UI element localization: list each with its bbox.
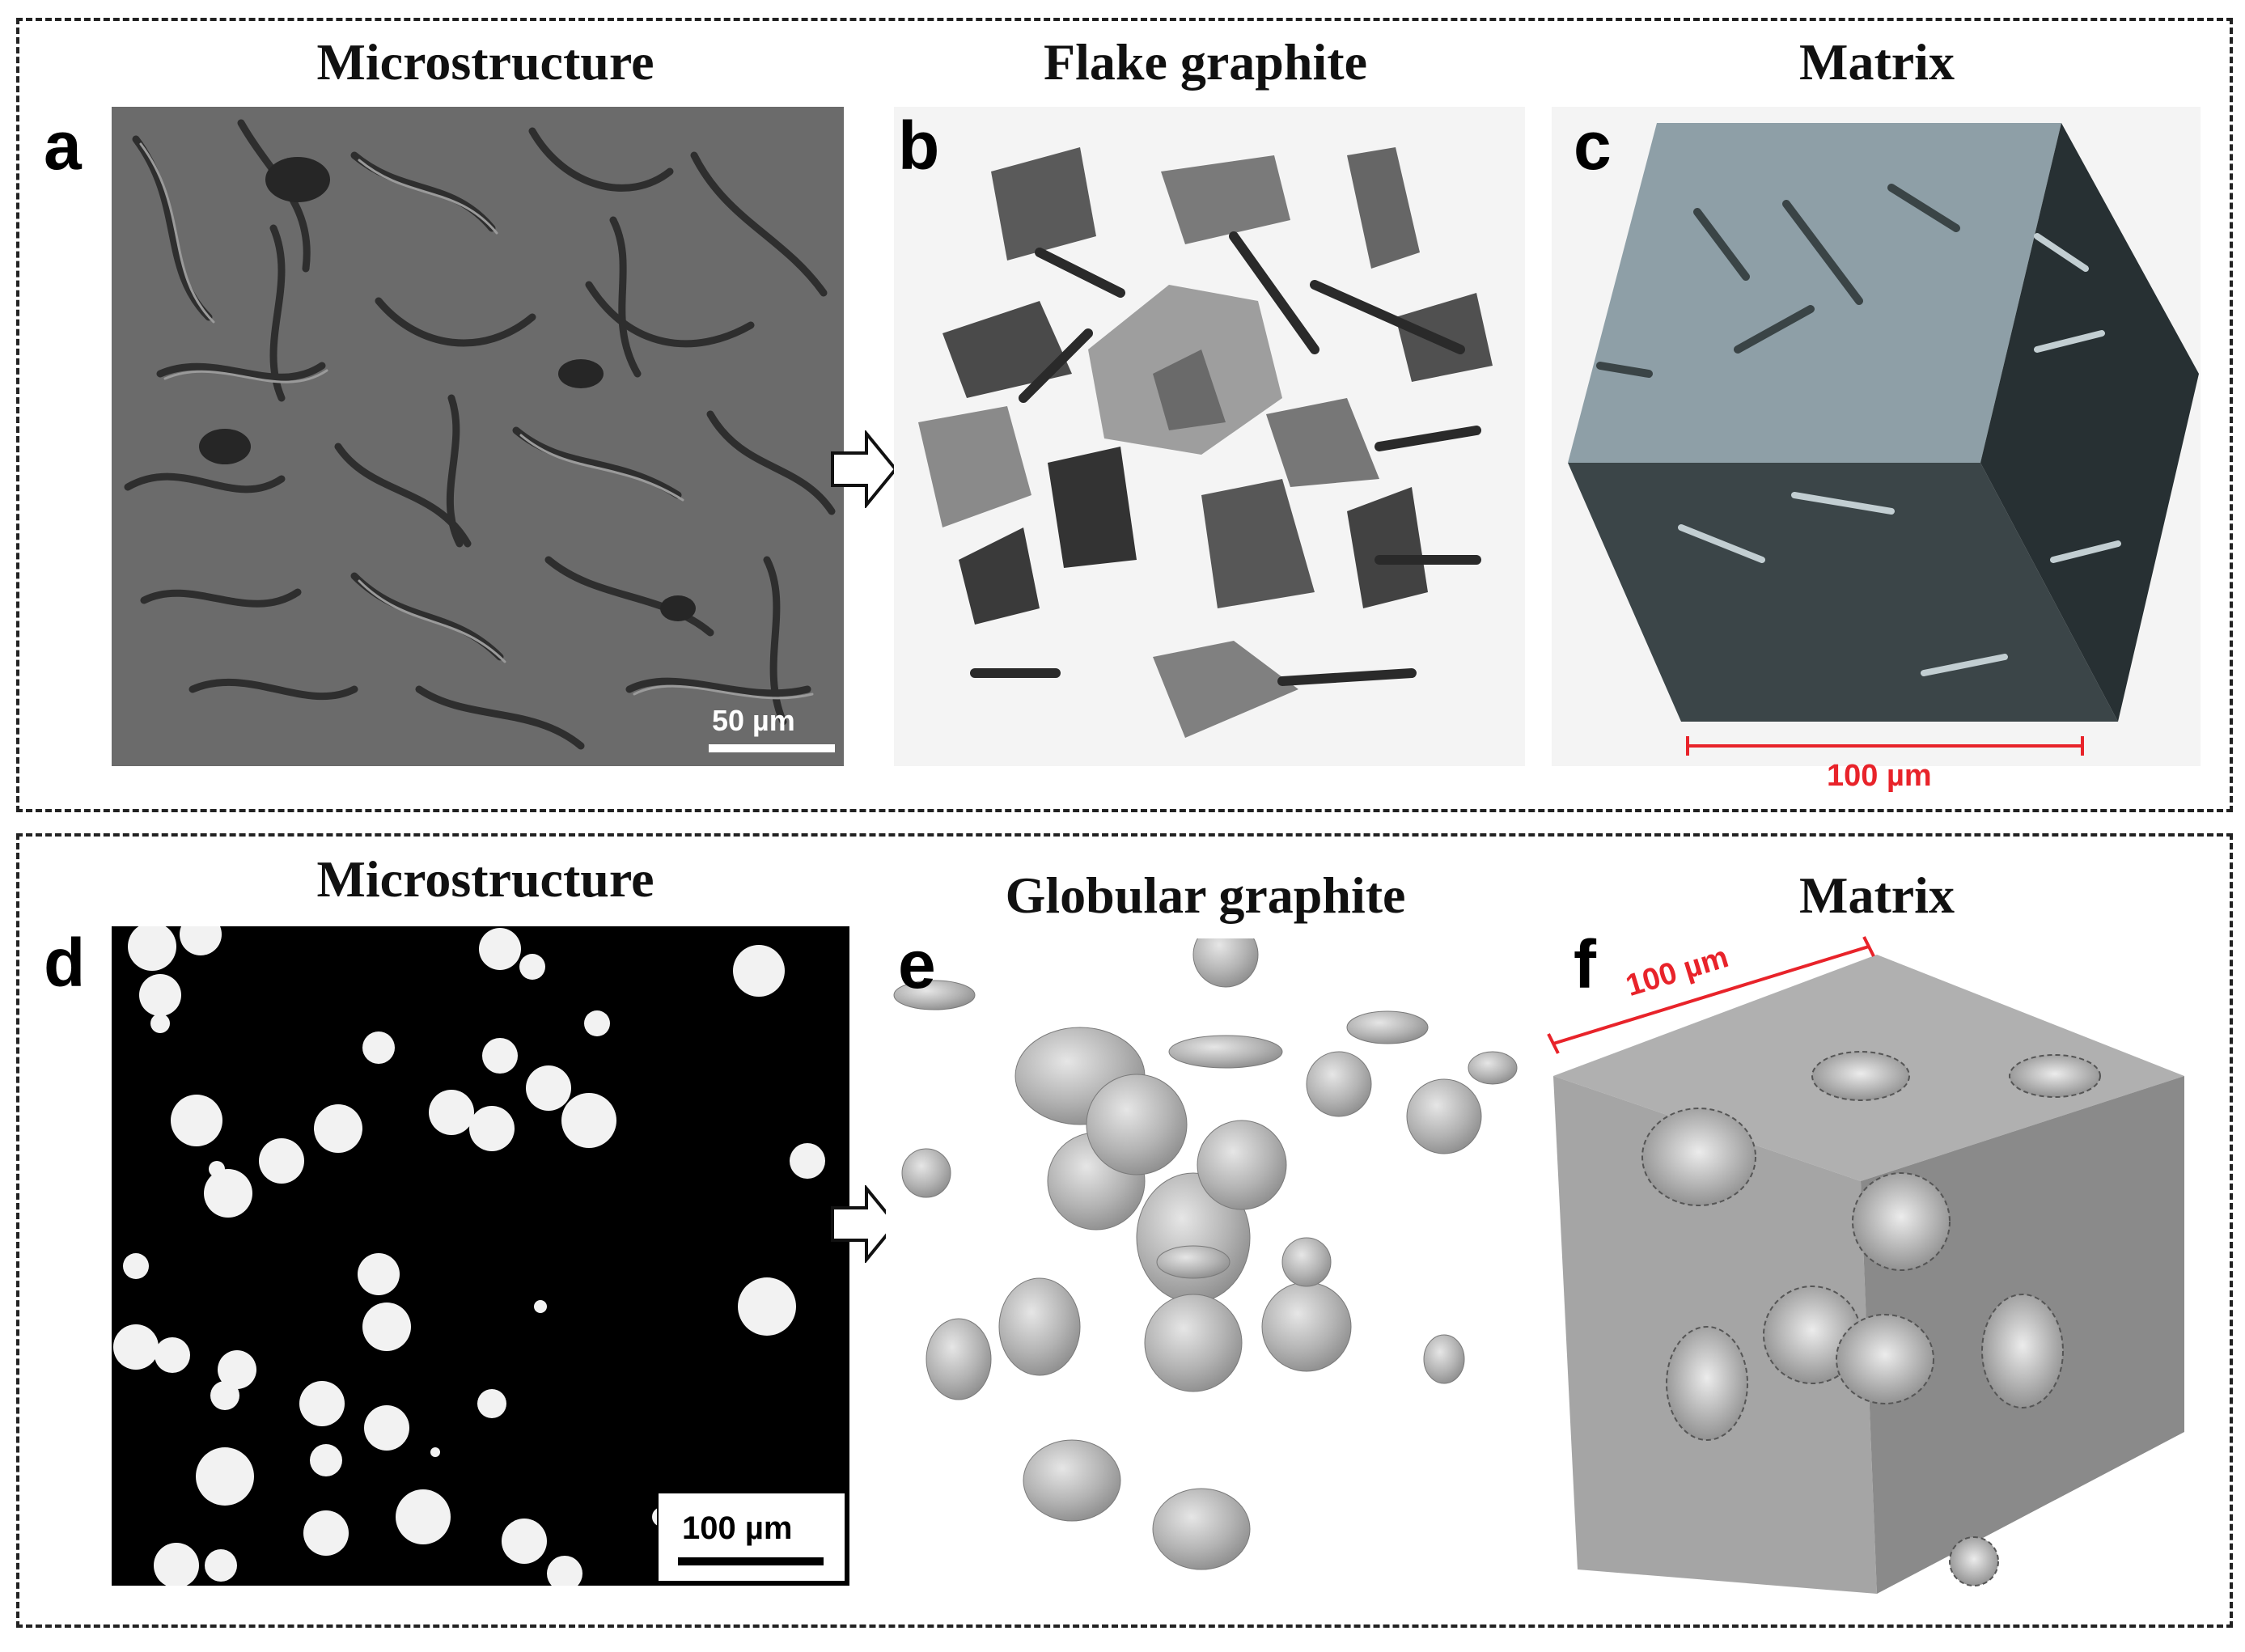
panel-f-letter: f [1574,926,1596,1002]
top-group-frame [16,18,2233,812]
panel-e-title: Globular graphite [1005,866,1406,924]
panel-b-title: Flake graphite [1044,33,1367,91]
right-arrow-icon [831,1185,898,1263]
panel-a-sem-image: 50 µm [112,107,844,766]
panel-c-scale-label-text: 100 µm [1827,759,1932,793]
panel-b-flake-graphite-render [894,107,1525,766]
panel-a-scale-label: 50 µm [712,704,795,737]
panel-c-title: Matrix [1799,33,1955,91]
panel-a-title: Microstructure [316,33,654,91]
bottom-group-frame [16,833,2233,1628]
panel-d-binary-image: 100 µm [112,926,849,1586]
panel-f-title: Matrix [1799,866,1955,924]
panel-b-letter: b [898,108,940,184]
panel-c-letter: c [1574,108,1612,184]
panel-f-matrix-render [1537,930,2217,1602]
panel-e-globular-graphite-render [886,938,1525,1594]
right-arrow-icon [831,430,898,508]
panel-d-title: Microstructure [316,850,654,908]
panel-d-scale-label: 100 µm [682,1510,793,1546]
panel-e-letter: e [898,926,936,1002]
panel-a-letter: a [44,108,82,184]
panel-c-matrix-render: 100 µm [1552,107,2201,766]
panel-d-letter: d [44,925,86,1001]
